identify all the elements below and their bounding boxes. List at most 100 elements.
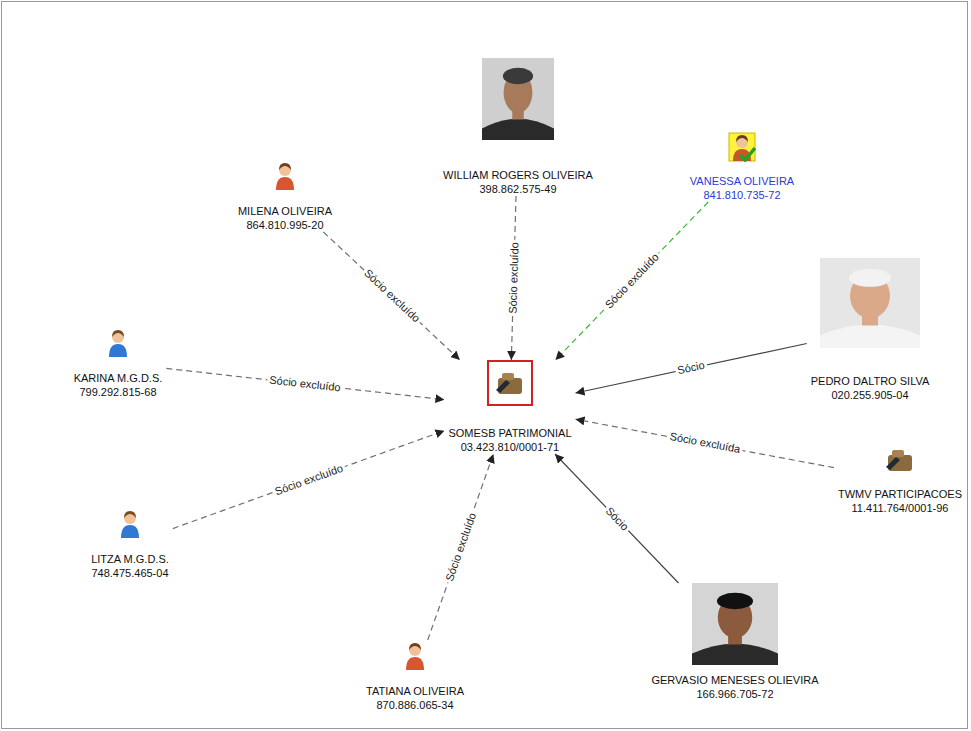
connector	[555, 202, 708, 360]
entity-name: KARINA M.G.D.S.	[74, 371, 163, 385]
entity-name: WILLIAM ROGERS OLIVEIRA	[443, 168, 593, 182]
person-body	[109, 344, 127, 357]
entity-id: 841.810.735-72	[703, 188, 780, 202]
person-head	[124, 512, 136, 524]
person-node: GERVASIO MENESES OLIEVIRA166.966.705-72	[647, 583, 822, 701]
entity-id: 799.292.815-68	[79, 385, 156, 399]
person-hair	[279, 163, 291, 170]
entity-id: 870.886.065-34	[376, 698, 453, 712]
entity-id: 020.255.905-04	[831, 388, 908, 402]
photo-hair	[717, 593, 753, 609]
edge-label: Sócio	[601, 503, 632, 535]
case-strip	[496, 380, 510, 393]
entity-name: MILENA OLIVEIRA	[238, 204, 332, 218]
node-icon	[403, 640, 427, 670]
node-icon-box	[820, 258, 920, 348]
edge-label: Sócio excluído	[442, 509, 479, 585]
edge-label: Sócio excluída	[666, 430, 743, 457]
node-icon-box	[482, 58, 554, 140]
person-node: WILLIAM ROGERS OLIVEIRA398.862.575-49	[439, 58, 597, 196]
person-hair	[124, 511, 136, 518]
connector	[428, 454, 494, 640]
entity-name: TWMV PARTICIPACOES	[838, 487, 962, 501]
person-body	[121, 525, 139, 538]
entity-id: 166.966.705-72	[696, 687, 773, 701]
person-node: PEDRO DALTRO SILVA020.255.905-04	[807, 258, 934, 402]
entity-name: TATIANA OLIVEIRA	[366, 684, 464, 698]
person-head	[409, 644, 421, 656]
entity-id: 11.411.764/0001-96	[852, 501, 949, 515]
node-icon	[494, 367, 526, 399]
connector	[173, 431, 445, 529]
node-icon	[118, 508, 142, 538]
photo-hair	[503, 68, 533, 84]
node-icon-box	[487, 360, 533, 406]
selection-frame	[729, 133, 755, 161]
node-icon	[106, 327, 130, 357]
person-head	[736, 136, 748, 148]
edge-label: Sócio excluído	[506, 240, 521, 316]
entity-id: 398.862.575-49	[479, 182, 556, 196]
person-hair	[409, 643, 421, 650]
entity-name: GERVASIO MENESES OLIEVIRA	[651, 673, 818, 687]
node-icon	[728, 132, 756, 162]
check-mark	[740, 148, 755, 160]
entity-name: SOMESB PATRIMONIAL	[448, 426, 571, 440]
photo-hair	[849, 269, 891, 287]
photo-shirt	[692, 644, 778, 665]
entity-name: PEDRO DALTRO SILVA	[811, 374, 930, 388]
edge-label: Sócio excluído	[271, 461, 346, 499]
company-node: SOMESB PATRIMONIAL03.423.810/0001-71	[444, 360, 575, 454]
case-lid	[892, 450, 904, 457]
edge-label: Sócio excluído	[267, 373, 344, 394]
entity-id: 748.475.465-04	[91, 566, 168, 580]
person-head	[279, 164, 291, 176]
edge-label: Sócio excluído	[601, 249, 663, 312]
person-node: VANESSA OLIVEIRA841.810.735-72	[686, 132, 798, 202]
photo-shirt	[482, 119, 554, 140]
person-hair	[112, 330, 124, 337]
person-node: LITZA M.G.D.S.748.475.465-04	[87, 508, 173, 580]
photo-background	[692, 583, 778, 665]
node-icon-box	[728, 132, 756, 162]
person-head	[112, 331, 124, 343]
connector	[576, 419, 834, 467]
connector	[323, 232, 459, 360]
node-icon-box	[884, 445, 916, 475]
node-icon	[692, 583, 778, 665]
person-body	[276, 177, 294, 190]
node-icon	[884, 445, 916, 475]
edge-label: Sócio excluído	[360, 265, 424, 326]
photo-background	[482, 58, 554, 140]
person-node: KARINA M.G.D.S.799.292.815-68	[70, 327, 167, 399]
company-node: TWMV PARTICIPACOES11.411.764/0001-96	[834, 445, 966, 515]
connector	[166, 368, 444, 399]
node-icon-box	[403, 640, 427, 670]
photo-background	[820, 258, 920, 348]
person-hair	[736, 135, 748, 142]
connector	[555, 454, 679, 583]
node-icon-box	[106, 327, 130, 357]
node-icon-box	[118, 508, 142, 538]
node-icon-box	[692, 583, 778, 665]
entity-name: LITZA M.G.D.S.	[91, 552, 169, 566]
entity-id: 864.810.995-20	[246, 218, 323, 232]
person-body	[406, 657, 424, 670]
node-icon	[482, 58, 554, 140]
entity-id: 03.423.810/0001-71	[461, 440, 559, 454]
connector-group	[166, 196, 834, 640]
person-node: TATIANA OLIVEIRA870.886.065-34	[362, 640, 468, 712]
node-icon	[820, 258, 920, 348]
entity-name: VANESSA OLIVEIRA	[690, 174, 794, 188]
node-icon	[273, 160, 297, 190]
node-icon-box	[273, 160, 297, 190]
connector	[576, 344, 807, 393]
case-lid	[502, 373, 514, 380]
case-strip	[886, 457, 900, 470]
photo-shirt	[820, 325, 920, 348]
person-node: MILENA OLIVEIRA864.810.995-20	[234, 160, 336, 232]
